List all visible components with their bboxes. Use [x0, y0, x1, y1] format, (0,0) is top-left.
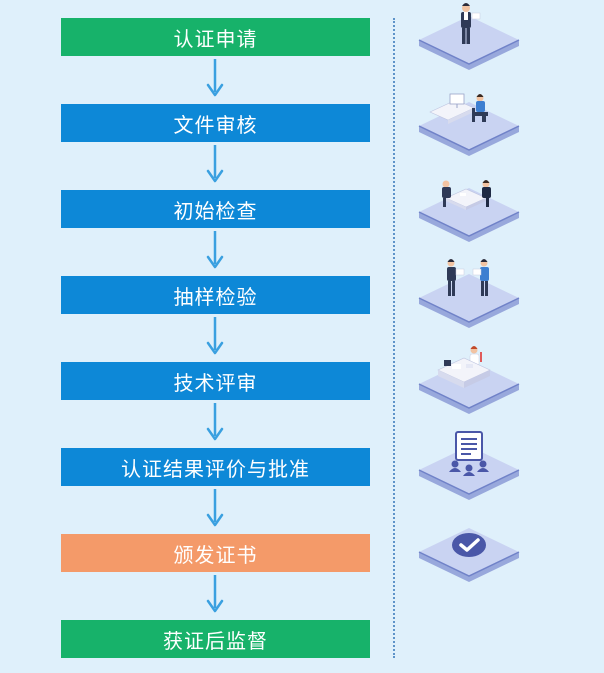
- dotted-divider: [393, 18, 395, 658]
- flow-arrow: [206, 575, 224, 613]
- step-certification-application: 认证申请: [61, 18, 370, 56]
- flow-arrow: [206, 403, 224, 441]
- flow-arrow: [206, 317, 224, 355]
- step-sampling-test: 抽样检验: [61, 276, 370, 314]
- reviewer-at-desk-icon: [418, 346, 520, 414]
- checkmark-badge-icon: [418, 528, 520, 582]
- step-post-certification-surveillance: 获证后监督: [61, 620, 370, 658]
- step-evaluation-approval: 认证结果评价与批准: [61, 448, 370, 486]
- two-people-inspecting-icon: [418, 259, 520, 328]
- flow-arrow: [206, 489, 224, 527]
- flow-arrow: [206, 59, 224, 97]
- person-standing-icon: [418, 3, 520, 70]
- flow-arrow: [206, 145, 224, 183]
- document-group-icon: [418, 431, 520, 500]
- step-document-review: 文件审核: [61, 104, 370, 142]
- person-at-desk-icon: [418, 93, 520, 156]
- meeting-table-icon: [418, 180, 520, 242]
- step-issue-certificate: 颁发证书: [61, 534, 370, 572]
- step-initial-inspection: 初始检查: [61, 190, 370, 228]
- flow-arrow: [206, 231, 224, 269]
- step-technical-review: 技术评审: [61, 362, 370, 400]
